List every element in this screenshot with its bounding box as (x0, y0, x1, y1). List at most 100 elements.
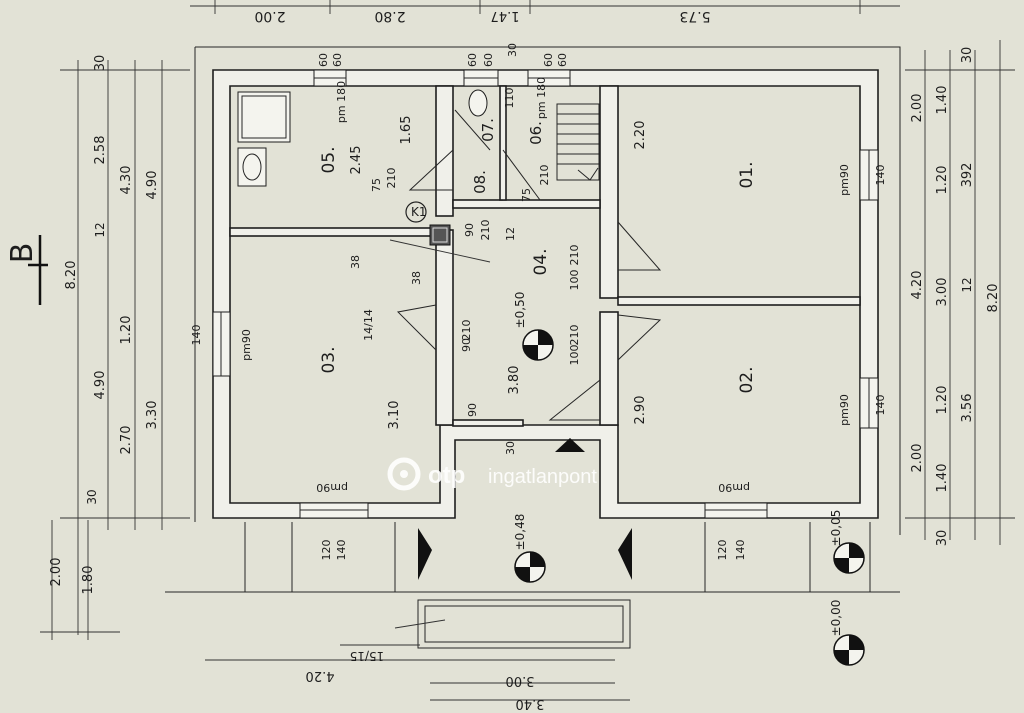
win-120-left: 120 (320, 540, 333, 561)
step-note: 15/15 (350, 649, 385, 663)
room-03: 03. (319, 346, 339, 373)
dim-420-bottom: 4.20 (306, 668, 335, 683)
door-75-05: 75 (370, 178, 383, 192)
boiler-k1: K1 (411, 205, 427, 219)
level-markers (418, 329, 865, 666)
win-140-right: 140 (734, 540, 747, 561)
watermark-brand: otp (428, 462, 465, 489)
dim-200-left: 2.00 (49, 558, 64, 587)
dimension-lines (40, 40, 1015, 701)
pm90-bottom-left: pm90 (316, 481, 348, 494)
win-140-02: 140 (874, 395, 887, 416)
room-01: 01. (737, 161, 757, 188)
win-120-right: 120 (716, 540, 729, 561)
dim-820-right: 8.20 (986, 284, 1001, 313)
level-000: ±0,00 (829, 600, 843, 637)
dim-330: 3.30 (145, 401, 160, 430)
door-210-06: 210 (538, 165, 551, 186)
door-210-03: 210 (460, 320, 473, 341)
section-arrow-left (418, 528, 432, 580)
room-02: 02. (737, 366, 757, 393)
level-marker-050 (522, 329, 554, 361)
win-140-01: 140 (874, 165, 887, 186)
dim-top-573: 5.73 (679, 8, 710, 24)
pm90-03: pm90 (240, 329, 253, 361)
win-30-top: 30 (506, 43, 519, 57)
door-110: 110 (503, 88, 516, 109)
win-60-c: 60 (466, 53, 479, 67)
dim-300-bottom: 3.00 (506, 673, 535, 688)
room-05: 05. (319, 146, 339, 173)
section-arrow-right (618, 528, 632, 580)
dim-392: 392 (960, 163, 975, 188)
level-marker-005 (833, 542, 865, 574)
dim-12-right: 12 (960, 277, 974, 292)
pm180-05: pm 180 (335, 81, 348, 123)
win-140-03: 140 (190, 325, 203, 346)
pm90-bottom-right: pm90 (718, 481, 750, 494)
dim-30-mid: 30 (85, 489, 99, 504)
win-60-e: 60 (542, 53, 555, 67)
dim-30-right-top: 30 (960, 47, 975, 64)
dim-820-left: 8.20 (64, 261, 79, 290)
level-048: ±0,48 (513, 514, 527, 551)
dim-120-right-top: 1.20 (935, 166, 950, 195)
room-07: 07. (479, 118, 497, 142)
dim-12-left: 12 (93, 222, 107, 237)
dim-300-right: 3.00 (935, 278, 950, 307)
watermark: otp ingatlanpont (387, 457, 597, 491)
level-005: ±0,05 (829, 510, 843, 547)
dim-top-147: 1.47 (491, 8, 520, 23)
room-04: 04. (531, 248, 551, 275)
dim-270: 2.70 (119, 426, 134, 455)
dim-245: 2.45 (349, 146, 364, 175)
boiler-circle (405, 201, 427, 223)
wall-38-b: 38 (410, 271, 423, 285)
dim-490-top: 4.90 (145, 171, 160, 200)
dim-430: 4.30 (119, 166, 134, 195)
dim-140-right-top: 1.40 (935, 86, 950, 115)
level-texts: ±0,50 ±0,48 ±0,05 ±0,00 (513, 292, 843, 637)
door-100-02: 100 (568, 345, 581, 366)
door-75-06: 75 (520, 188, 533, 202)
door-100-01: 100 (568, 270, 581, 291)
top-dimension-strip: 2.00 2.80 1.47 5.73 (190, 0, 900, 24)
walls (212, 69, 879, 519)
staircase (556, 103, 600, 181)
pm90-01: pm90 (838, 164, 851, 196)
section-letter: B (5, 243, 40, 264)
dim-120-right-bottom: 1.20 (935, 386, 950, 415)
door-210-05: 210 (385, 168, 398, 189)
dim-top-280: 2.80 (374, 8, 405, 24)
dim-220: 2.20 (633, 121, 648, 150)
plinth-outline (165, 46, 901, 649)
level-050: ±0,50 (513, 292, 527, 329)
dim-200-right-top: 2.00 (910, 94, 925, 123)
pm180-06: pm 180 (535, 77, 548, 119)
windows (212, 69, 879, 519)
room-08: 08. (471, 170, 489, 194)
level-marker-048 (514, 551, 546, 583)
hall-30: 30 (504, 441, 517, 455)
room-06: 06. (527, 121, 545, 145)
win-60-f: 60 (556, 53, 569, 67)
wall-38-a: 38 (349, 255, 362, 269)
dim-310: 3.10 (387, 401, 402, 430)
door-210-02: 210 (568, 325, 581, 346)
dim-290: 2.90 (633, 396, 648, 425)
dim-120-left: 1.20 (119, 316, 134, 345)
level-marker-000 (833, 634, 865, 666)
stair-note: 14/14 (362, 309, 375, 341)
win-60-a: 60 (317, 53, 330, 67)
win-60-d: 60 (482, 53, 495, 67)
door-210-08: 210 (479, 220, 492, 241)
dim-140-right-bottom: 1.40 (935, 464, 950, 493)
win-140-left: 140 (335, 540, 348, 561)
section-arrow-top (555, 438, 585, 452)
dim-top-200: 2.00 (254, 8, 285, 24)
dim-165: 1.65 (399, 116, 414, 145)
room-labels: 01. 02. 03. 04. 05. 06. 07. 08. (319, 118, 757, 393)
door-90-03: 90 (460, 338, 473, 352)
